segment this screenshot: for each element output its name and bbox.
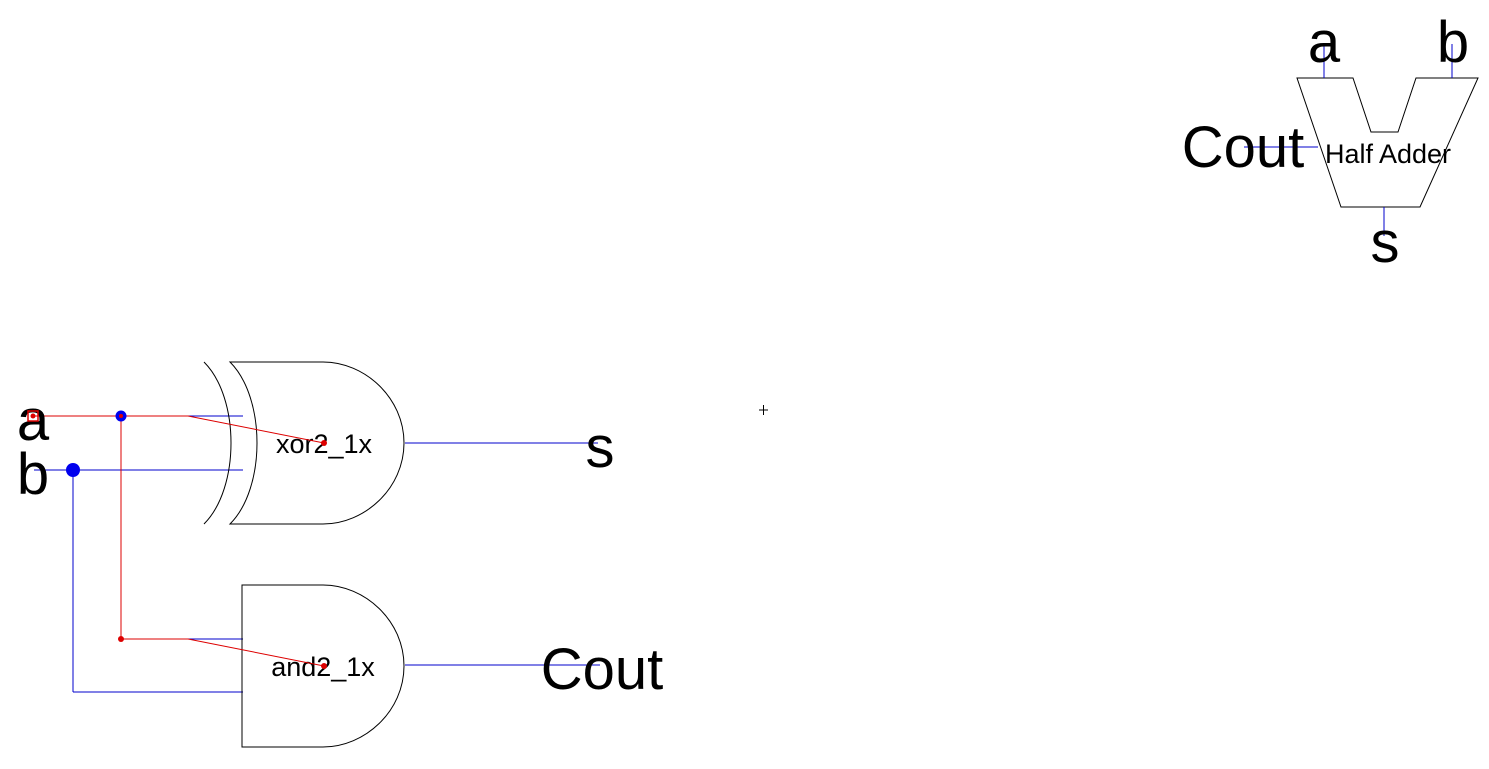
input-b-label: b bbox=[17, 442, 49, 507]
input-a-port-marker[interactable] bbox=[27, 410, 39, 422]
junctions bbox=[66, 410, 127, 477]
xor-gate[interactable]: xor2_1x bbox=[203, 361, 405, 525]
rat-node-and bbox=[321, 663, 327, 669]
output-cout-label: Cout bbox=[541, 637, 664, 702]
junction-b[interactable] bbox=[66, 463, 80, 477]
half-adder-body[interactable] bbox=[1296, 77, 1479, 208]
xor-gate-body[interactable] bbox=[228, 361, 405, 525]
symbol-pin-a-label: a bbox=[1308, 10, 1341, 75]
xor-gate-back-arc bbox=[203, 361, 232, 525]
symbol-name: Half Adder bbox=[1325, 139, 1451, 169]
output-s-label: s bbox=[586, 415, 615, 480]
rat-a-and bbox=[187, 638, 325, 667]
symbol-pin-cout-label: Cout bbox=[1182, 115, 1305, 180]
port-labels: a b s Cout bbox=[17, 388, 663, 702]
junction-a-inner bbox=[119, 414, 123, 418]
rat-a-xor bbox=[187, 415, 325, 444]
half-adder-symbol[interactable]: Half Adder a b s Cout bbox=[1182, 10, 1479, 275]
symbol-pin-b-label: b bbox=[1437, 10, 1469, 75]
symbol-pin-s-label: s bbox=[1371, 210, 1400, 275]
rat-node-xor bbox=[321, 440, 327, 446]
and-gate-body[interactable] bbox=[241, 584, 405, 748]
crosshair-cursor-icon bbox=[759, 405, 768, 415]
ratsnest-lines bbox=[34, 415, 327, 669]
rat-node-split bbox=[118, 636, 124, 642]
